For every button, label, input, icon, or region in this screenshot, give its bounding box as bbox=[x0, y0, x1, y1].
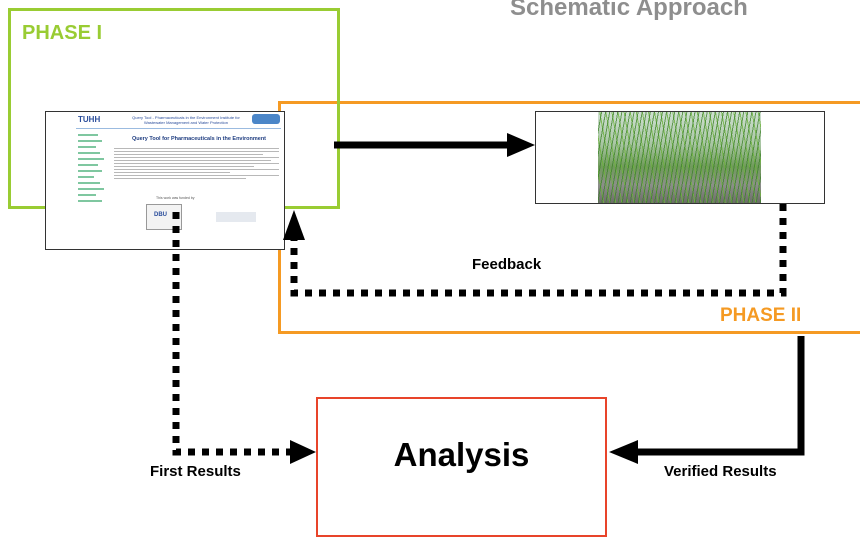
verified-results-arrow bbox=[609, 336, 805, 464]
tuhh-logo: TUHH bbox=[78, 115, 101, 124]
web-header-text: Query Tool - Pharmaceuticals in the Envi… bbox=[132, 115, 240, 125]
web-body-text bbox=[114, 146, 279, 186]
connectors-layer bbox=[172, 133, 805, 464]
partner-logo-top bbox=[252, 114, 280, 124]
first-results-label: First Results bbox=[150, 463, 241, 480]
second-partner-logo bbox=[216, 212, 256, 222]
feedback-label: Feedback bbox=[472, 256, 542, 273]
diagram-title: Schematic Approach bbox=[510, 0, 748, 21]
greenhouse-plants-photo bbox=[598, 112, 761, 203]
phase-2-label: PHASE II bbox=[720, 305, 802, 326]
plant-photo-frame bbox=[535, 111, 825, 204]
web-page-title: Query Tool for Pharmaceuticals in the En… bbox=[131, 136, 267, 142]
first-results-arrow bbox=[172, 212, 316, 464]
feedback-arrow bbox=[283, 204, 787, 297]
funded-by-text: This work was funded by bbox=[156, 196, 195, 200]
header-divider bbox=[76, 128, 281, 129]
phase-1-label: PHASE I bbox=[22, 22, 103, 44]
web-sidebar bbox=[76, 130, 108, 249]
dbu-logo: DBU bbox=[154, 212, 167, 218]
query-tool-screenshot: TUHH Query Tool - Pharmaceuticals in the… bbox=[45, 111, 285, 250]
arrow-to-phase-2 bbox=[334, 133, 535, 157]
analysis-label: Analysis bbox=[393, 436, 530, 473]
verified-results-label: Verified Results bbox=[664, 463, 777, 480]
